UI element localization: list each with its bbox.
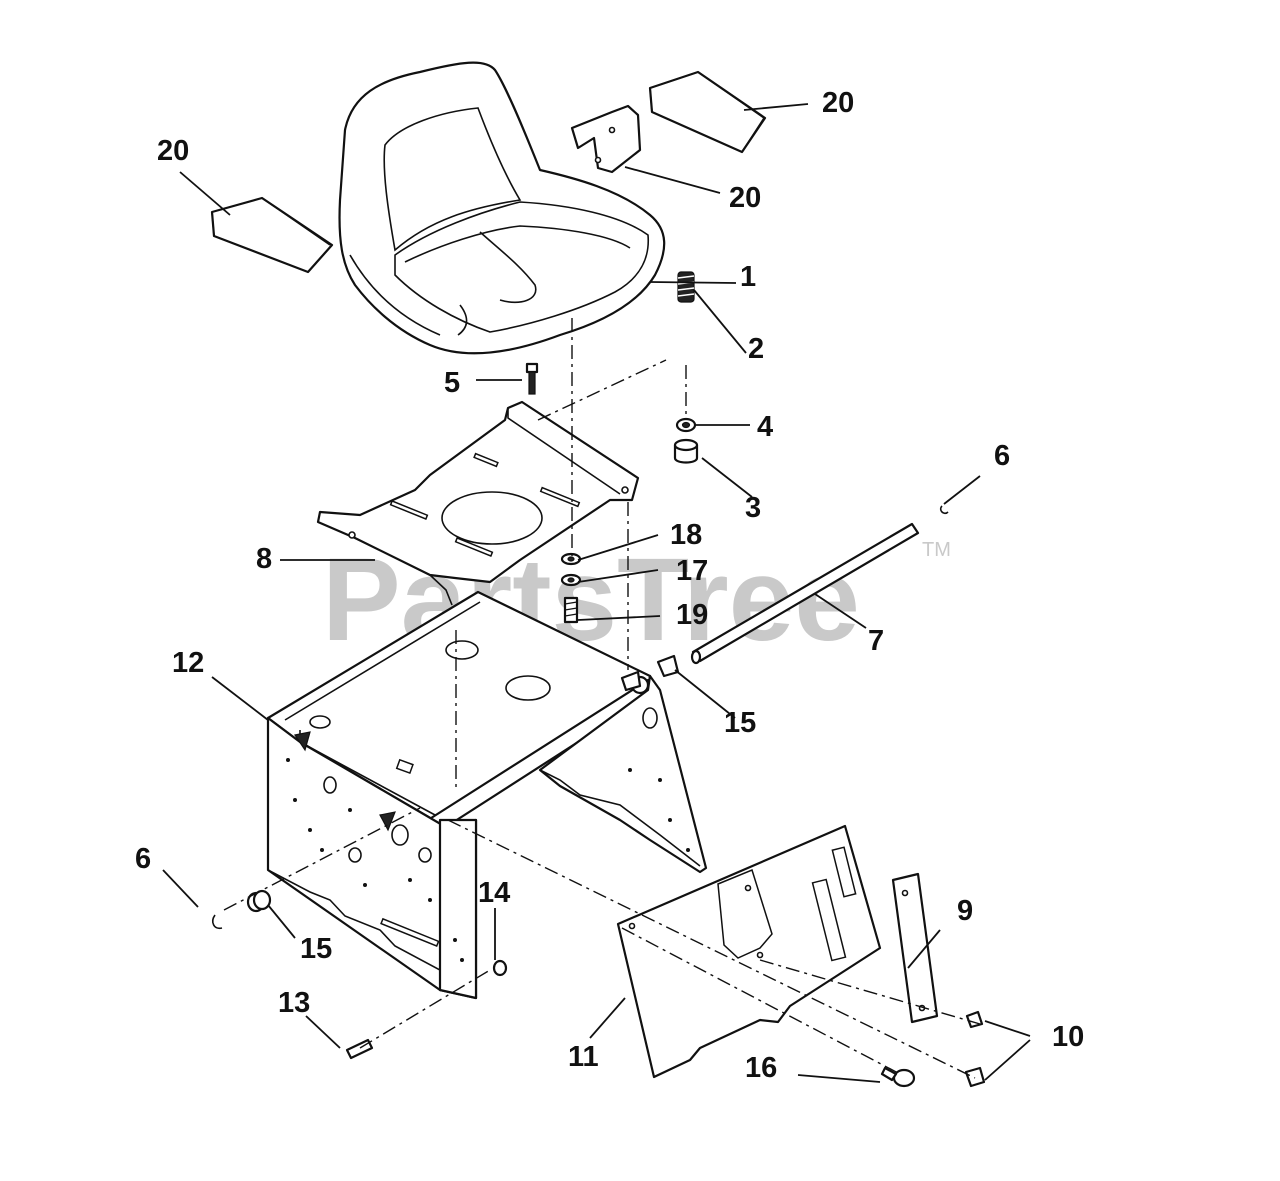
clip-6-top xyxy=(939,505,949,515)
spring-part xyxy=(677,271,695,303)
bushing-15-left xyxy=(246,889,272,913)
screw-10-bottom xyxy=(964,1066,986,1088)
callout-labels: 20 20 20 1 2 5 4 3 6 18 17 8 19 7 12 15 … xyxy=(135,87,1084,1084)
callout-13: 13 xyxy=(278,987,310,1019)
seat-frame xyxy=(266,502,708,1000)
leader-lines xyxy=(162,103,1031,1083)
callout-20-bracket: 20 xyxy=(729,182,761,214)
callout-20-left: 20 xyxy=(157,135,189,167)
callout-17: 17 xyxy=(676,555,708,587)
bushing-part xyxy=(673,438,699,464)
armrest-bracket xyxy=(570,104,642,174)
callout-15-left: 15 xyxy=(300,933,332,965)
callout-12: 12 xyxy=(172,647,204,679)
callout-6-left: 6 xyxy=(135,843,151,875)
callout-16: 16 xyxy=(745,1052,777,1084)
rear-panel xyxy=(616,824,882,1079)
callout-7: 7 xyxy=(868,625,884,657)
callout-9: 9 xyxy=(957,895,973,927)
callout-14: 14 xyxy=(478,877,510,909)
callout-1: 1 xyxy=(740,261,756,293)
bolt-16 xyxy=(880,1066,916,1088)
armrest-pad-right xyxy=(648,70,767,154)
clip-6-left xyxy=(212,914,223,930)
callout-20-top-right: 20 xyxy=(822,87,854,119)
seat-pan-plate xyxy=(316,400,640,606)
callout-4: 4 xyxy=(757,411,773,443)
callout-11: 11 xyxy=(568,1041,599,1073)
armrest-pad-left xyxy=(210,196,334,274)
callout-18: 18 xyxy=(670,519,702,551)
callout-8: 8 xyxy=(256,543,272,575)
bolt-part xyxy=(525,362,539,395)
washer-18 xyxy=(560,552,582,566)
callout-6-top: 6 xyxy=(994,440,1010,472)
callout-2: 2 xyxy=(748,333,764,365)
nut-part xyxy=(675,417,697,433)
screw-10-top xyxy=(965,1010,984,1029)
callout-15-right: 15 xyxy=(724,707,756,739)
watermark-trademark: TM xyxy=(922,539,951,561)
rod-part xyxy=(690,522,920,665)
callout-19: 19 xyxy=(676,599,708,631)
washer-17 xyxy=(560,573,582,587)
callout-5: 5 xyxy=(444,367,460,399)
pin-19 xyxy=(563,596,579,624)
callout-3: 3 xyxy=(745,492,761,524)
callout-10: 10 xyxy=(1052,1021,1084,1053)
nut-14 xyxy=(492,959,508,977)
seat-part xyxy=(338,61,666,355)
plate-9 xyxy=(891,872,939,1024)
